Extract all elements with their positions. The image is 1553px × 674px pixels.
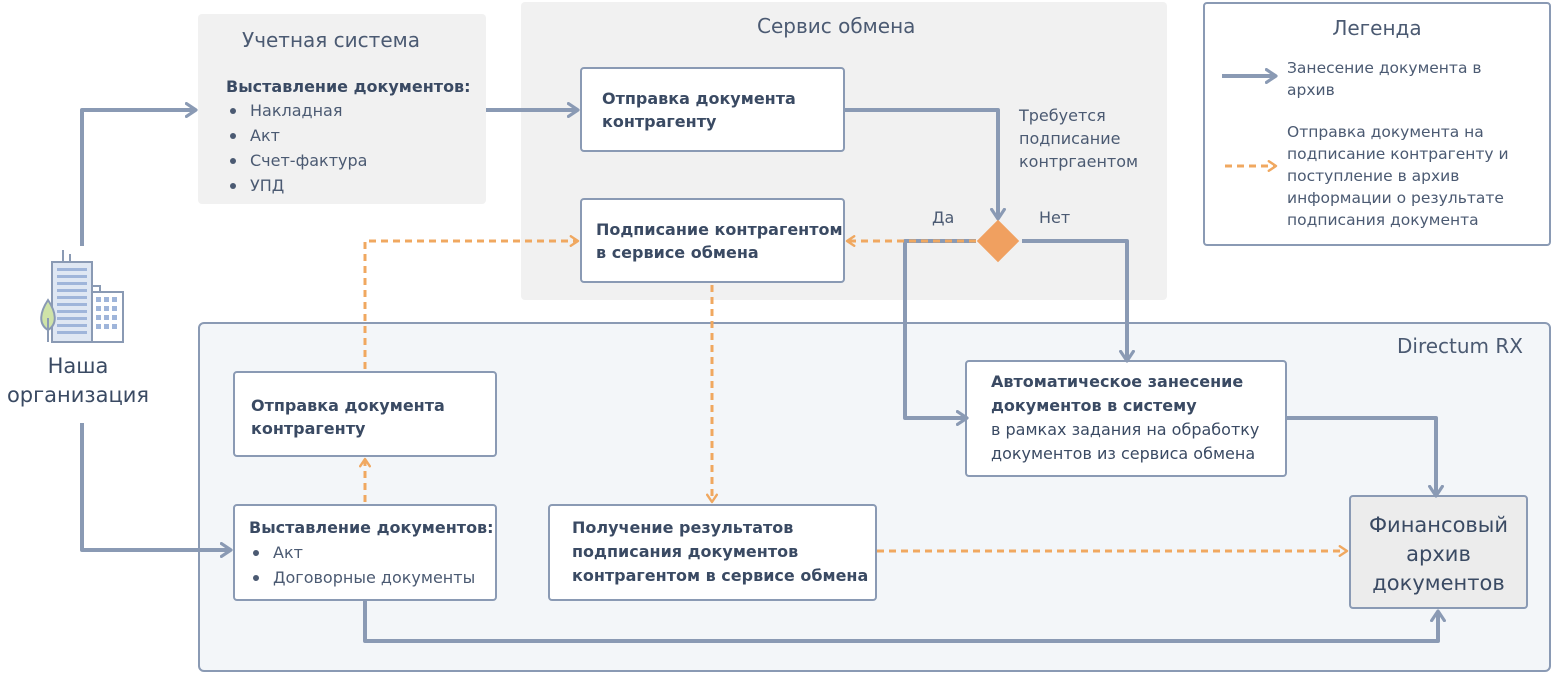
org-to-accounting-arrow <box>80 102 198 246</box>
rx-issue-heading: Выставление документов: <box>249 518 494 537</box>
exchange-sign-text: Подписание контрагентом в сервисе обмена <box>596 220 843 262</box>
auto-import-box: Автоматическое занесение документов в си… <box>965 360 1287 477</box>
signing-results-text: Получение результатов подписания докумен… <box>572 518 869 585</box>
legend-solid-text: Занесение документа в архив <box>1287 59 1482 99</box>
organization-label: Наша организация <box>6 354 150 407</box>
list-item: Накладная <box>226 98 471 123</box>
accounting-system-region: Учетная система Выставление документов: … <box>198 14 486 204</box>
yes-label: Да <box>932 208 955 227</box>
organization-building-icon <box>40 250 124 343</box>
legend: Легенда Занесение документа в архив Отпр… <box>1203 2 1551 246</box>
list-item: Акт <box>249 540 494 565</box>
legend-dashed-text: Отправка документа на подписание контраг… <box>1287 123 1509 229</box>
legend-title: Легенда <box>1332 16 1422 40</box>
accounting-issue-heading: Выставление документов: <box>226 77 471 96</box>
signing-results-box: Получение результатов подписания докумен… <box>548 504 877 601</box>
list-item: Акт <box>226 123 471 148</box>
directum-rx-title: Directum RX <box>1397 334 1523 358</box>
auto-import-text: Автоматическое занесение документов в си… <box>991 372 1260 463</box>
financial-archive-text: Финансовый архив документов <box>1368 513 1509 595</box>
accounting-system-title: Учетная система <box>242 28 420 52</box>
signing-required-label: Требуется подписание контргаентом <box>1019 106 1139 171</box>
exchange-service-title: Сервис обмена <box>757 14 916 38</box>
rx-send-document-box: Отправка документа контрагенту <box>233 371 497 457</box>
exchange-sign-box: Подписание контрагентом в сервисе обмена <box>580 198 845 283</box>
rx-issue-documents-box: Выставление документов: Акт Договорные д… <box>233 504 497 601</box>
list-item: Договорные документы <box>249 565 494 590</box>
rx-doc-list: Акт Договорные документы <box>249 540 494 590</box>
no-label: Нет <box>1039 208 1071 227</box>
accounting-doc-list: Накладная Акт Счет-фактура УПД <box>226 98 471 198</box>
exchange-send-text: Отправка документа контрагенту <box>602 89 796 131</box>
list-item: Счет-фактура <box>226 148 471 173</box>
accounting-issue-block: Выставление документов: Накладная Акт Сч… <box>226 76 471 198</box>
list-item: УПД <box>226 173 471 198</box>
rx-issue-block: Выставление документов: Акт Договорные д… <box>249 516 494 590</box>
financial-archive-box: Финансовый архив документов <box>1349 495 1528 609</box>
rx-send-text: Отправка документа контрагенту <box>251 396 445 438</box>
exchange-send-document-box: Отправка документа контрагенту <box>580 67 845 152</box>
